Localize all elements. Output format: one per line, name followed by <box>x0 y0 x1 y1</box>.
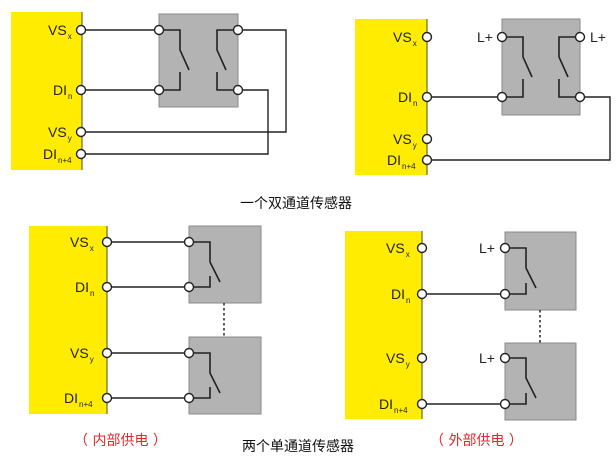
terminal <box>416 398 428 410</box>
terminal <box>232 24 244 36</box>
wire-vsy <box>81 29 287 133</box>
switch-contact <box>189 352 221 394</box>
terminal <box>499 398 511 410</box>
label-din: DIn <box>398 89 417 108</box>
switch-contact <box>159 29 190 71</box>
wire-din4 <box>427 96 611 161</box>
terminal <box>183 236 195 248</box>
terminal <box>75 24 87 36</box>
switch-contact <box>505 283 527 295</box>
diagram-dual-internal: VSx DIn VSy DIn+4 <box>11 12 287 170</box>
io-module <box>29 226 107 414</box>
terminal <box>75 84 87 96</box>
caption-internal-supply: （ 内部供电 ） <box>74 433 167 449</box>
terminal <box>75 148 87 160</box>
switch-contact <box>558 79 580 98</box>
label-din4: DIn+4 <box>43 146 72 165</box>
switch-contact <box>505 393 527 405</box>
label-vsy: VSy <box>386 350 410 369</box>
terminal <box>183 281 195 293</box>
sensor-single <box>504 342 577 421</box>
sensor-single <box>188 336 262 415</box>
terminal <box>416 352 428 364</box>
label-vsx: VSx <box>48 22 72 41</box>
terminal <box>101 347 113 359</box>
switch-contact <box>189 241 221 283</box>
terminal <box>416 288 428 300</box>
switch-contact <box>505 357 537 399</box>
terminal <box>421 31 433 43</box>
diagram-dual-external: VSx DIn VSy DIn+4 L+ L+ <box>355 18 611 175</box>
label-din: DIn <box>75 279 94 298</box>
switch-contact <box>558 36 580 78</box>
io-module <box>11 12 82 170</box>
switch-contact <box>189 276 211 288</box>
switch-contact <box>159 72 181 91</box>
sensor-single <box>504 231 577 311</box>
label-vsx: VSx <box>393 29 417 48</box>
switch-contact <box>189 387 211 399</box>
terminal <box>574 31 586 43</box>
terminal <box>421 133 433 145</box>
terminal <box>101 281 113 293</box>
label-din4: DIn+4 <box>64 390 93 409</box>
caption-single-channel: 两个单通道传感器 <box>242 439 354 455</box>
terminal <box>153 24 165 36</box>
label-din4: DIn+4 <box>379 396 408 415</box>
diagram-single-external: VSx DIn VSy DIn+4 L+ L+ <box>345 231 577 421</box>
sensor-dual <box>501 18 581 116</box>
terminal <box>499 352 511 364</box>
label-din: DIn <box>53 82 72 101</box>
label-l-plus: L+ <box>479 240 495 256</box>
sensor-dual <box>158 13 239 108</box>
terminal <box>101 392 113 404</box>
terminal <box>416 242 428 254</box>
terminal <box>183 347 195 359</box>
label-l-plus: L+ <box>479 350 495 366</box>
terminal <box>499 242 511 254</box>
switch-contact <box>502 79 524 98</box>
terminal <box>499 288 511 300</box>
io-module <box>355 19 427 175</box>
terminal <box>183 392 195 404</box>
terminal <box>232 84 244 96</box>
label-vsy: VSy <box>393 131 417 150</box>
switch-contact <box>216 72 238 91</box>
caption-external-supply: （ 外部供电 ） <box>430 433 523 449</box>
label-vsy: VSy <box>48 124 72 143</box>
terminal <box>153 84 165 96</box>
caption-dual-channel: 一个双通道传感器 <box>240 196 352 212</box>
label-l-plus: L+ <box>477 29 493 45</box>
terminal <box>496 91 508 103</box>
switch-contact <box>502 36 533 78</box>
label-vsy: VSy <box>70 345 94 364</box>
switch-contact <box>505 247 537 289</box>
terminal <box>496 31 508 43</box>
terminal <box>101 236 113 248</box>
terminal <box>574 91 586 103</box>
label-vsx: VSx <box>386 240 410 259</box>
label-din4: DIn+4 <box>387 152 416 171</box>
io-module <box>345 231 422 419</box>
terminal <box>75 126 87 138</box>
terminal <box>421 154 433 166</box>
wire-din4 <box>81 89 269 155</box>
label-l-plus: L+ <box>590 29 606 45</box>
sensor-single <box>188 225 262 304</box>
terminal <box>421 91 433 103</box>
label-din: DIn <box>391 286 410 305</box>
diagram-single-internal: VSx DIn VSy DIn+4 <box>29 225 262 415</box>
switch-contact <box>216 29 238 71</box>
label-vsx: VSx <box>70 234 94 253</box>
